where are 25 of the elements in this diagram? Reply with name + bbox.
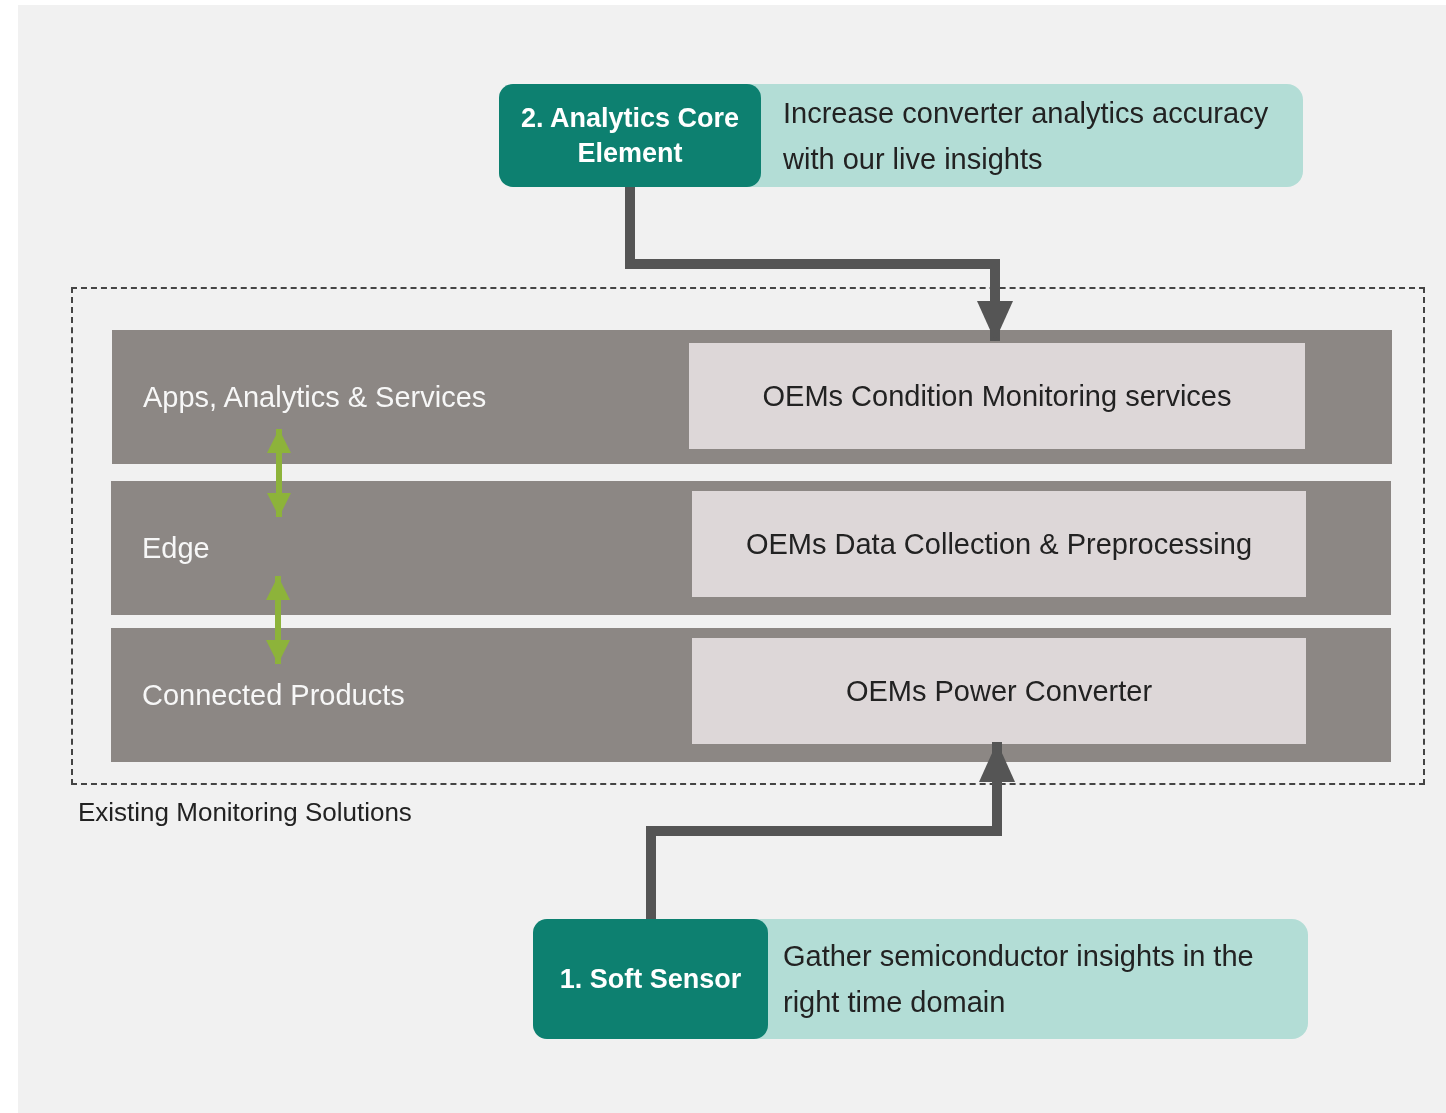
step-box — [499, 84, 761, 187]
connector-arrow — [625, 187, 1013, 341]
description-box — [533, 919, 1308, 1039]
component-box — [689, 343, 1305, 449]
description-text: Gather semiconductor insights in the right time domain — [783, 939, 1255, 1020]
component-box — [692, 638, 1306, 744]
component-box — [692, 491, 1306, 597]
step-title: 1. Soft Sensor — [559, 962, 742, 996]
description-box — [499, 84, 1303, 187]
layer-band — [112, 330, 1392, 464]
layer-label: Connected Products — [142, 678, 405, 712]
double-arrow — [266, 576, 290, 664]
layer-band — [111, 481, 1391, 615]
component-label: OEMs Power Converter — [845, 674, 1153, 708]
component-label: OEMs Condition Monitoring services — [762, 379, 1232, 413]
component-label: OEMs Data Collection & Preprocessing — [745, 527, 1253, 561]
container-label: Existing Monitoring Solutions — [78, 797, 412, 828]
layer-band — [111, 628, 1391, 762]
double-arrow — [267, 429, 291, 517]
connector-arrow — [646, 742, 1015, 919]
step-title: 2. Analytics Core Element — [519, 101, 741, 170]
description-text: Increase converter analytics accuracy with our live insights — [783, 95, 1270, 177]
layer-label: Apps, Analytics & Services — [143, 380, 487, 414]
step-box — [533, 919, 768, 1039]
layer-label: Edge — [142, 531, 210, 565]
